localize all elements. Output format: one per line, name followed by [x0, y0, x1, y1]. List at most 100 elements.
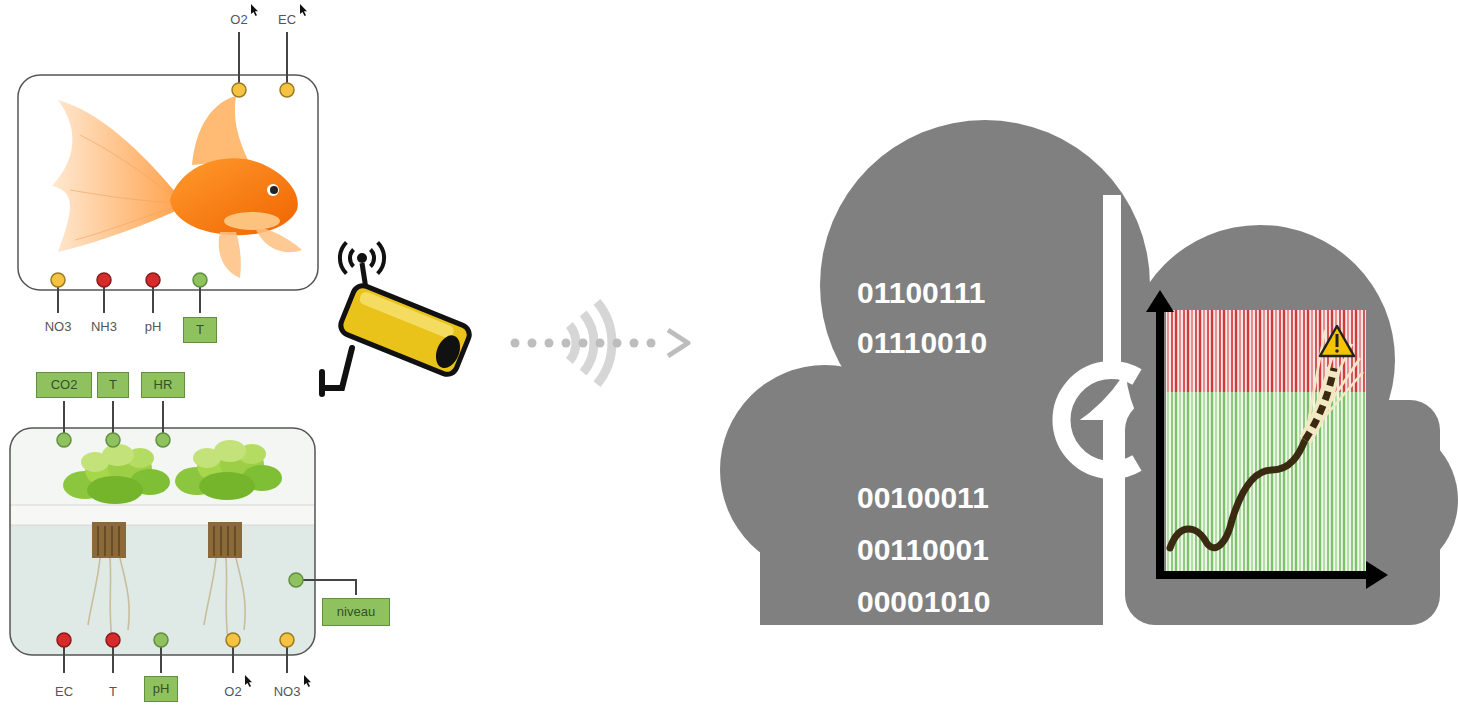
- warning-mark: [1336, 334, 1339, 347]
- safe-stripe: [1355, 392, 1357, 573]
- alert-stripe: [1187, 310, 1189, 392]
- safe-stripe: [1331, 392, 1333, 573]
- iot-device: [338, 283, 472, 378]
- arrow-dot: [528, 339, 537, 348]
- text-holder: T: [109, 378, 117, 393]
- safe-stripe: [1204, 392, 1205, 573]
- arrow-dot: [647, 339, 656, 348]
- sensor-dot: [57, 433, 71, 447]
- text-holder: HR: [154, 378, 173, 393]
- safe-stripe: [1187, 392, 1189, 573]
- text-holder: niveau: [337, 605, 375, 620]
- device-body: [338, 283, 472, 378]
- sensor-name: CO2: [51, 378, 78, 393]
- sensor-dot: [232, 83, 246, 97]
- warning-mark: [1335, 349, 1339, 353]
- safe-stripe: [1336, 392, 1337, 573]
- pointer-icon: [245, 675, 252, 687]
- water: [10, 520, 315, 655]
- sensor-stems: [58, 32, 356, 673]
- sensor-box: niveau: [322, 598, 390, 626]
- sensor-box: CO2: [36, 372, 92, 398]
- binary-data: 00100011: [857, 481, 989, 514]
- alert-stripe: [1264, 310, 1265, 392]
- arrow-dot: [545, 339, 554, 348]
- pectoral-fin: [256, 228, 302, 252]
- alert-stripe: [1192, 310, 1193, 392]
- device-mount: [322, 348, 352, 394]
- sensor-name: T: [196, 323, 204, 338]
- sensor-box: HR: [141, 372, 185, 398]
- cloud-split: [1103, 468, 1121, 630]
- sensor-box: T: [97, 372, 129, 398]
- text-holder: 00001010: [857, 585, 990, 618]
- alert-stripe: [1243, 310, 1245, 392]
- sensor-stem: [303, 580, 356, 595]
- text-holder: CO2: [51, 378, 78, 393]
- pointer-icon: [304, 675, 311, 687]
- safe-stripe: [1259, 392, 1261, 573]
- alert-stripe: [1360, 310, 1361, 392]
- safe-stripe: [1192, 392, 1193, 573]
- forecast-fan: [1305, 358, 1360, 440]
- sensor-label: O2: [230, 13, 247, 28]
- text-holder: NH3: [91, 320, 117, 335]
- safe-stripe: [1291, 392, 1293, 573]
- safe-stripe: [1295, 392, 1297, 573]
- alert-stripe: [1288, 310, 1289, 392]
- sensor-label: NH3: [91, 320, 117, 335]
- alert-stripe: [1219, 310, 1221, 392]
- alert-stripe: [1279, 310, 1281, 392]
- trend-line: [1170, 440, 1305, 548]
- text-holder: pH: [153, 682, 170, 697]
- safe-stripe: [1343, 392, 1345, 573]
- safe-stripe: [1235, 392, 1237, 573]
- sensor-dot: [51, 273, 65, 287]
- sensor-dot: [193, 273, 207, 287]
- sensor-dot: [106, 433, 120, 447]
- sensor-name: T: [109, 378, 117, 393]
- sensor-box: pH: [144, 676, 178, 702]
- dorsal-fin: [192, 96, 248, 165]
- sensor-stem: [64, 647, 287, 673]
- text-holder: O2: [230, 13, 247, 28]
- dotted-arrow: [511, 339, 656, 348]
- sensor-label: pH: [145, 320, 162, 335]
- alert-stripe: [1175, 310, 1177, 392]
- alert-stripe: [1252, 310, 1253, 392]
- safe-stripe: [1283, 392, 1285, 573]
- arrow-dot: [579, 339, 588, 348]
- arrow-dot: [596, 339, 605, 348]
- sensor-stem: [58, 287, 200, 313]
- text-holder: 01100111: [857, 276, 986, 309]
- sensor-dot: [280, 83, 294, 97]
- cloud-outline: [720, 120, 1458, 630]
- safe-stripe: [1363, 392, 1365, 573]
- floating-tray: [10, 505, 315, 525]
- safe-stripe: [1240, 392, 1241, 573]
- safe-stripe: [1243, 392, 1245, 573]
- safe-stripe: [1351, 392, 1353, 573]
- lettuce-leaf: [199, 472, 255, 500]
- forecast-band: [1305, 368, 1334, 440]
- alert-stripe: [1271, 310, 1273, 392]
- sensor-dot: [154, 633, 168, 647]
- pot-slots: [98, 526, 235, 556]
- alert-stripe: [1303, 310, 1305, 392]
- antenna-tip: [357, 253, 367, 263]
- fin-rays: [70, 135, 175, 240]
- alert-stripe: [1283, 310, 1285, 392]
- ventral-fin: [219, 232, 241, 278]
- sensor-stem: [64, 401, 163, 433]
- sensor-label: O2: [224, 685, 241, 700]
- safe-stripe: [1279, 392, 1281, 573]
- plant-illustration: [10, 428, 315, 655]
- device-lens: [431, 332, 464, 372]
- arrow-dot: [511, 339, 520, 348]
- sensor-box: T: [183, 317, 217, 343]
- alert-stripe: [1247, 310, 1249, 392]
- alert-stripe: [1216, 310, 1217, 392]
- alert-stripe: [1312, 310, 1313, 392]
- net-pot: [92, 522, 126, 558]
- fish-eye: [267, 184, 279, 196]
